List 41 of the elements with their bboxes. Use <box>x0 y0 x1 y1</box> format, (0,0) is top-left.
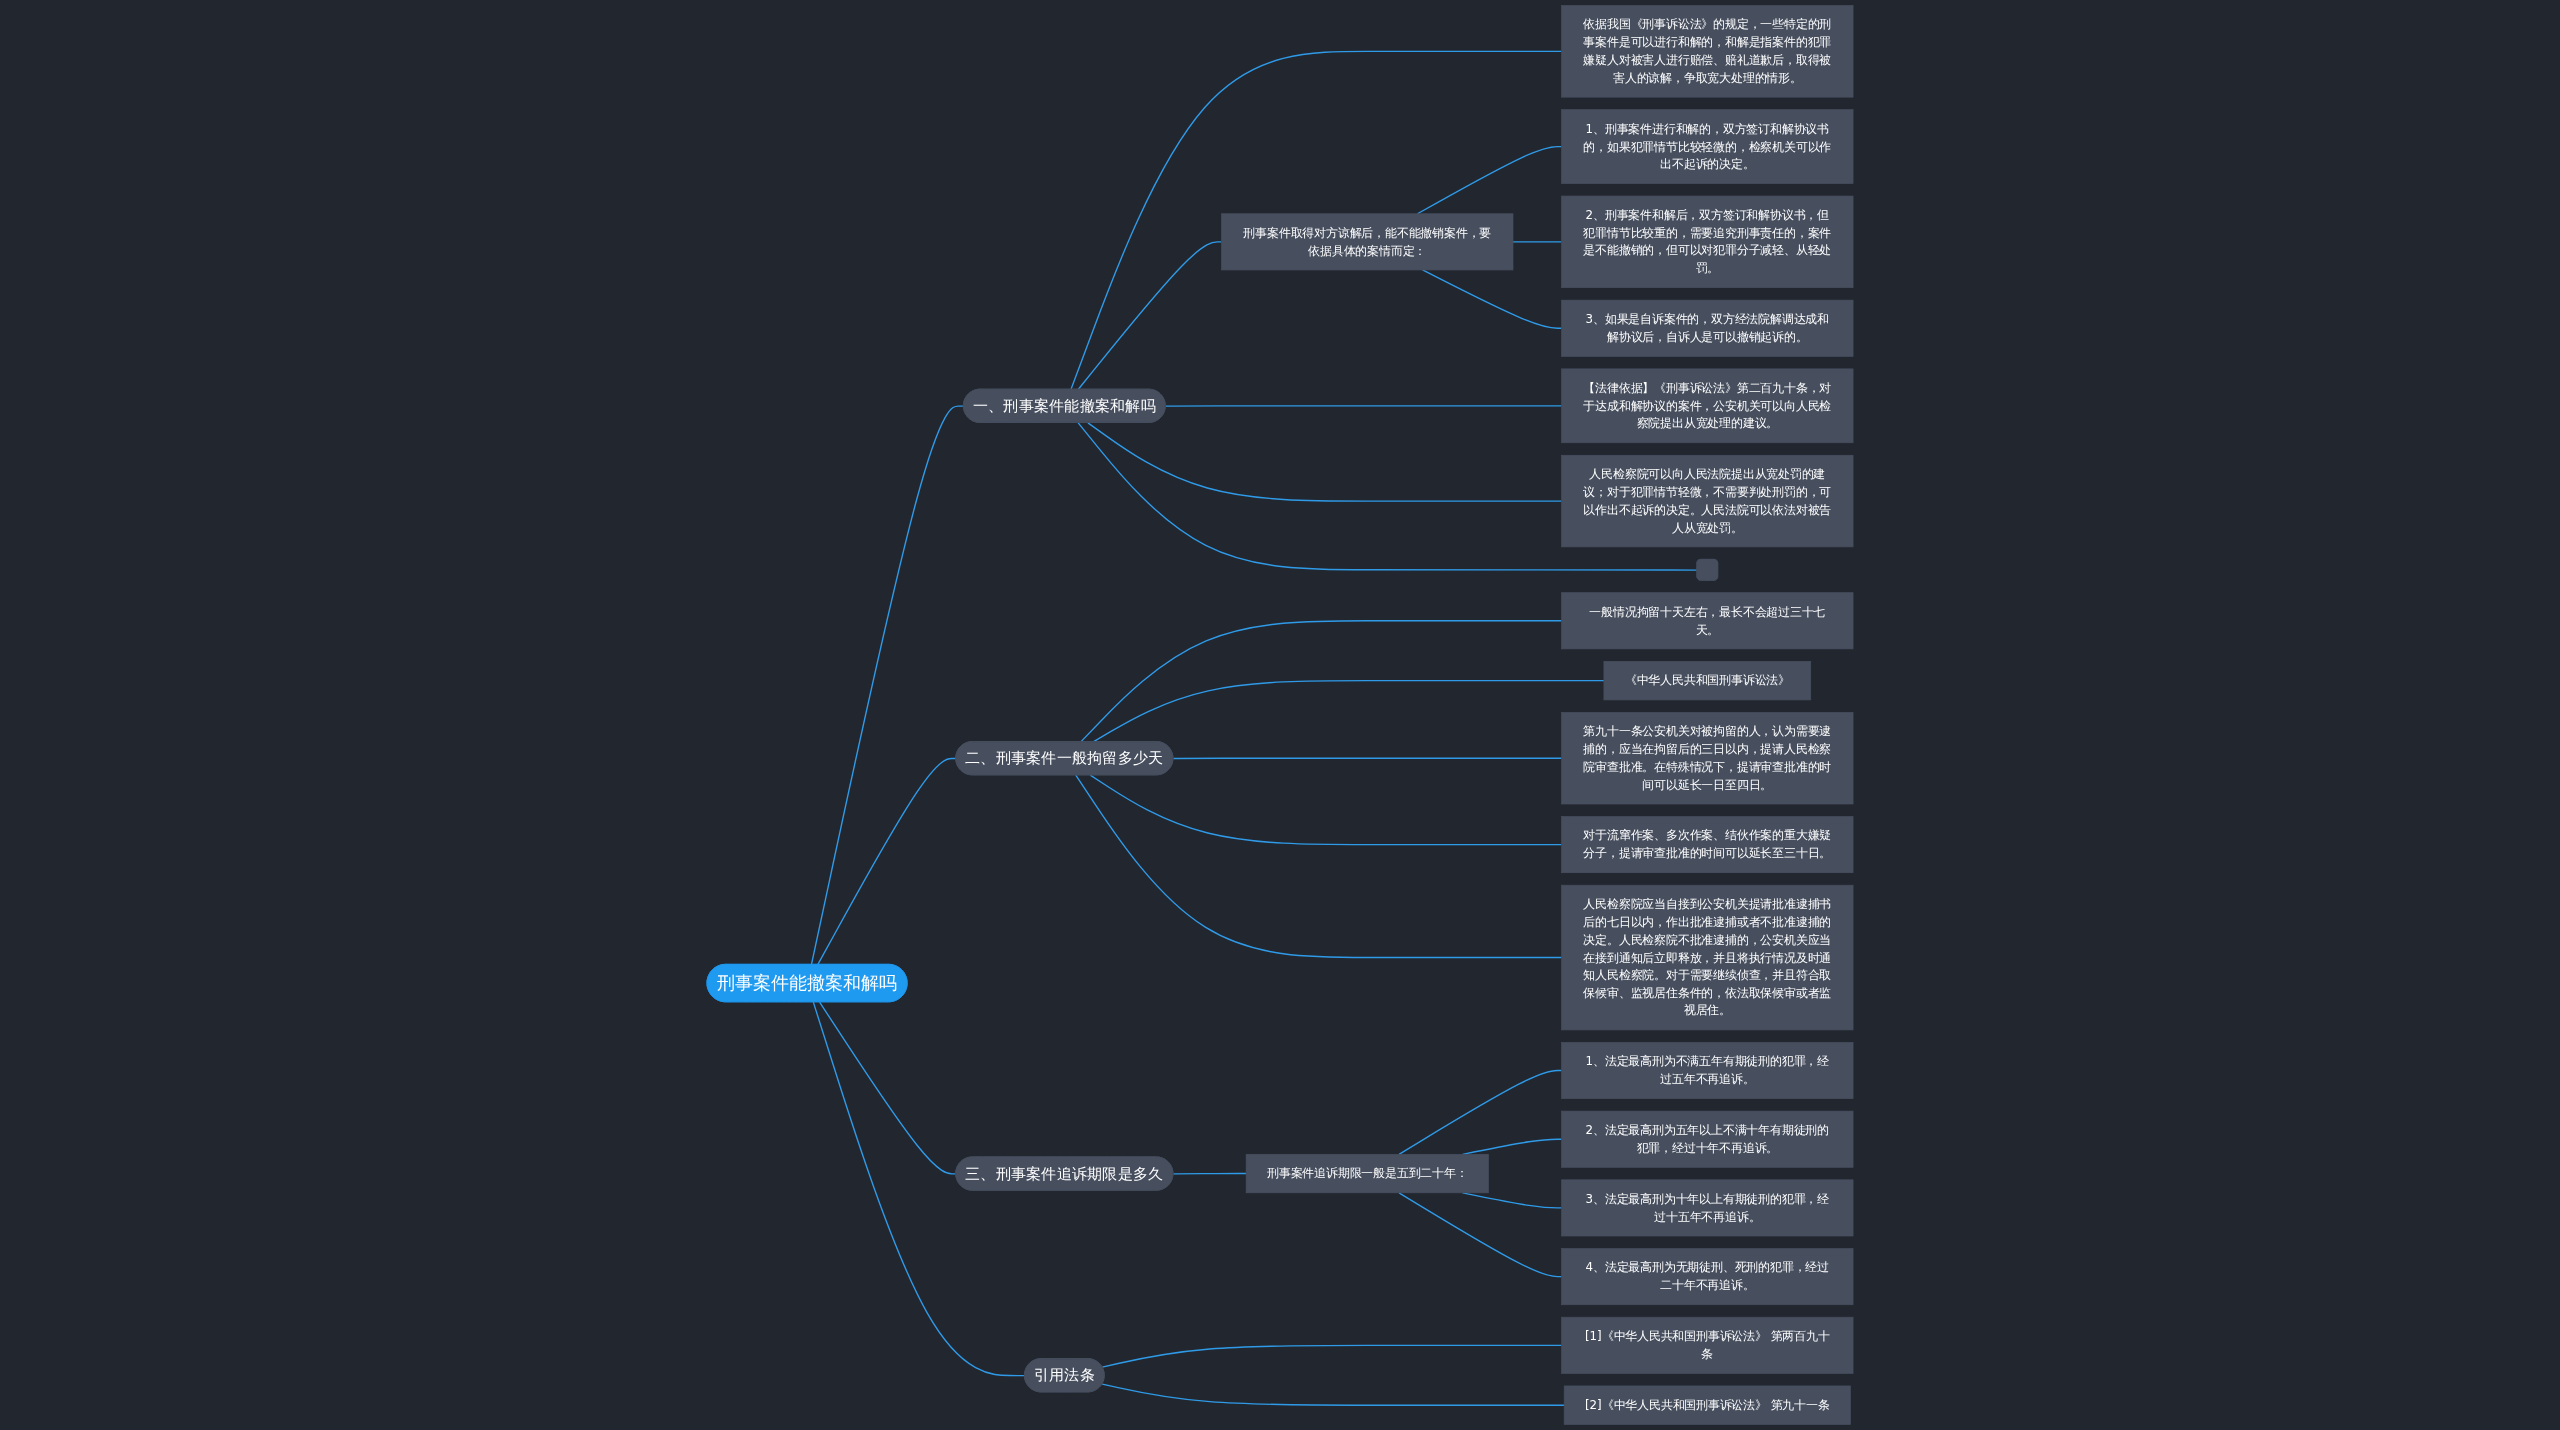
connector <box>1087 422 1563 502</box>
connector <box>1101 1344 1563 1368</box>
node-box: 一般情况拘留十天左右，最长不会超过三十七天。 <box>1561 592 1854 650</box>
connector <box>812 1001 1026 1377</box>
connector <box>1101 1383 1565 1406</box>
node-box: 1、刑事案件进行和解的，双方签订和解协议书的，如果犯罪情节比较轻微的，检察机关可以作出不起诉的决定。 <box>1561 109 1854 184</box>
node-box: [1]《中华人民共和国刑事诉讼法》 第两百九十条 <box>1561 1316 1854 1374</box>
connector <box>1092 679 1605 743</box>
node-box: 《中华人民共和国刑事诉讼法》 <box>1603 661 1812 701</box>
node-box: 刑事案件追诉期限一般是五到二十年： <box>1245 1153 1489 1194</box>
connector <box>818 1001 957 1175</box>
connector <box>1164 405 1563 407</box>
connector <box>1070 50 1563 391</box>
connector <box>1416 145 1563 215</box>
connector <box>1077 241 1223 391</box>
connector <box>1398 1192 1563 1278</box>
connector <box>1075 774 1563 959</box>
connector <box>1089 774 1563 846</box>
connector <box>1421 269 1563 329</box>
node-box: 1、法定最高刑为不满五年有期徒刑的犯罪，经过五年不再追诉。 <box>1561 1042 1854 1099</box>
connector <box>1172 1172 1247 1175</box>
node-box: 对于流窜作案、多次作案、结伙作案的重大嫌疑分子，提请审查批准的时间可以延长至三十日。 <box>1561 816 1854 874</box>
connector <box>1398 1069 1563 1155</box>
connector <box>817 757 957 966</box>
connector <box>1512 241 1563 243</box>
node-box: 依据我国《刑事诉讼法》的规定，一些特定的刑事案件是可以进行和解的，和解是指案件的犯罪嫌疑人对被害人进行赔偿、赔礼道歉后，取得被害人的谅解，争取宽大处理的情形。 <box>1561 5 1854 98</box>
node-box: 3、如果是自诉案件的，双方经法院解调达成和解协议后，自诉人是可以撤销起诉的。 <box>1561 299 1854 357</box>
connector <box>1172 757 1563 760</box>
node-box: 人民检察院可以向人民法院提出从宽处罚的建议；对于犯罪情节轻微，不需要判处刑罚的，可以作出不起诉的决定。人民法院可以依法对被告人从宽处罚。 <box>1561 454 1854 548</box>
node-box: 【法律依据】《刑事诉讼法》第二百九十条，对于达成和解协议的案件，公安机关可以向人民检察院提出从宽处理的建议。 <box>1561 368 1854 444</box>
node-box: 第九十一条公安机关对被拘留的人，认为需要逮捕的，应当在拘留后的三日以内，提请人民检察院审查批准。在特殊情况下，提请审查批准的时间可以延长一日至四日。 <box>1561 712 1854 805</box>
node-box: 人民检察院应当自接到公安机关提请批准逮捕书后的七日以内，作出批准逮捕或者不批准逮捕的决定。人民检察院不批准逮捕的，公安机关应当在接到通知后立即释放，并且将执行情况及时通知人民检察院。对于需要继续侦查，并且符合取保候审、监视居住条件的，依法取保候审或者监视居住。 <box>1561 884 1854 1031</box>
node-box: 4、法定最高刑为无期徒刑、死刑的犯罪，经过二十年不再追诉。 <box>1561 1248 1854 1306</box>
node-box: 3、法定最高刑为十年以上有期徒刑的犯罪，经过十五年不再追诉。 <box>1561 1179 1854 1237</box>
connector <box>810 405 965 966</box>
node-box: 2、刑事案件和解后，双方签订和解协议书，但犯罪情节比较重的，需要追究刑事责任的，案件是不能撤销的，但可以对犯罪分子减轻、从轻处罚。 <box>1561 195 1854 288</box>
connector <box>1077 422 1698 571</box>
node-box: 刑事案件取得对方谅解后，能不能撤销案件，要依据具体的案情而定： <box>1221 213 1514 271</box>
node-box: 2、法定最高刑为五年以上不满十年有期徒刑的犯罪，经过十年不再追诉。 <box>1561 1110 1854 1168</box>
node-box: [2]《中华人民共和国刑事诉讼法》 第九十一条 <box>1563 1385 1851 1425</box>
connector <box>1080 620 1563 743</box>
